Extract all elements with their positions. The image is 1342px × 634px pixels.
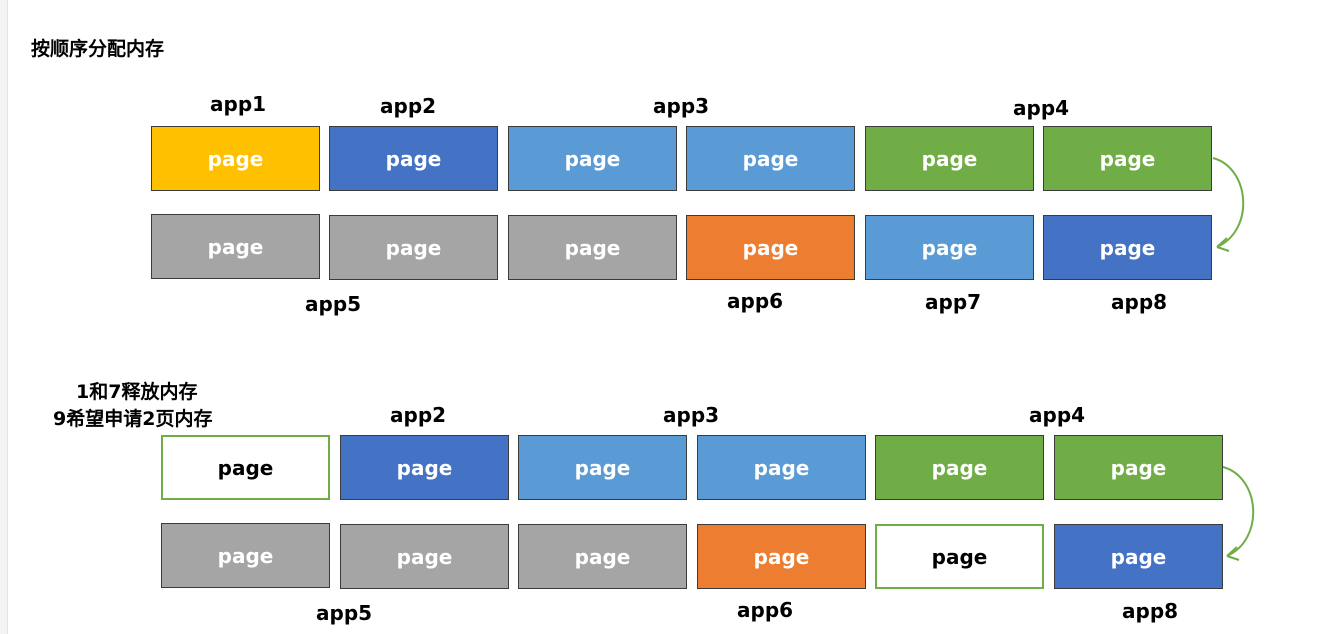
diagram2-page-box: page — [340, 435, 509, 500]
diagram2-page-box: page — [875, 524, 1044, 589]
diagram1-app2-label: app2 — [380, 94, 437, 118]
diagram2-page-box: page — [1054, 435, 1223, 500]
diagram1-app5-label: app5 — [305, 292, 362, 316]
diagram1-app1-label: app1 — [210, 92, 267, 116]
diagram1-app3-label: app3 — [653, 94, 710, 118]
diagram1-page-box: page — [151, 214, 320, 279]
diagram2-page-box: page — [1054, 524, 1223, 589]
diagram2-title-line1: 1和7释放内存 — [76, 381, 198, 403]
diagram2-page-box: page — [875, 435, 1044, 500]
diagram1-page-box: page — [865, 215, 1034, 280]
diagram2-app2-label: app2 — [390, 403, 447, 427]
diagram2-page-box: page — [697, 435, 866, 500]
diagram2-app3-label: app3 — [663, 403, 720, 427]
diagram2-page-box: page — [697, 524, 866, 589]
diagram1-page-box: page — [329, 126, 498, 191]
diagram2-wrap-arrow — [1222, 466, 1255, 561]
left-margin-strip — [0, 0, 8, 634]
diagram1-page-box: page — [865, 126, 1034, 191]
diagram2-page-box: page — [518, 435, 687, 500]
diagram1-page-box: page — [508, 126, 677, 191]
diagram1-page-box: page — [686, 126, 855, 191]
diagram2-page-box: page — [161, 435, 330, 500]
diagram1-app4-label: app4 — [1013, 96, 1070, 120]
diagram1-page-box: page — [151, 126, 320, 191]
diagram2-page-box: page — [518, 524, 687, 589]
diagram2-app5-label: app5 — [316, 601, 373, 625]
diagram1-wrap-arrow — [1212, 157, 1245, 252]
diagram1-page-box: page — [508, 215, 677, 280]
diagram2-title-line2: 9希望申请2页内存 — [53, 408, 213, 430]
diagram2-app4-label: app4 — [1029, 403, 1086, 427]
diagram2-page-box: page — [340, 524, 509, 589]
diagram2-page-box: page — [161, 523, 330, 588]
diagram2-app8-label: app8 — [1122, 599, 1179, 623]
diagram1-page-box: page — [329, 215, 498, 280]
diagram1-app8-label: app8 — [1111, 290, 1168, 314]
diagram1-page-box: page — [686, 215, 855, 280]
diagram2-app6-label: app6 — [737, 598, 794, 622]
diagram1-app6-label: app6 — [727, 289, 784, 313]
diagram1-app7-label: app7 — [925, 290, 982, 314]
diagram1-title: 按顺序分配内存 — [31, 38, 165, 60]
diagram1-page-box: page — [1043, 215, 1212, 280]
diagram1-page-box: page — [1043, 126, 1212, 191]
